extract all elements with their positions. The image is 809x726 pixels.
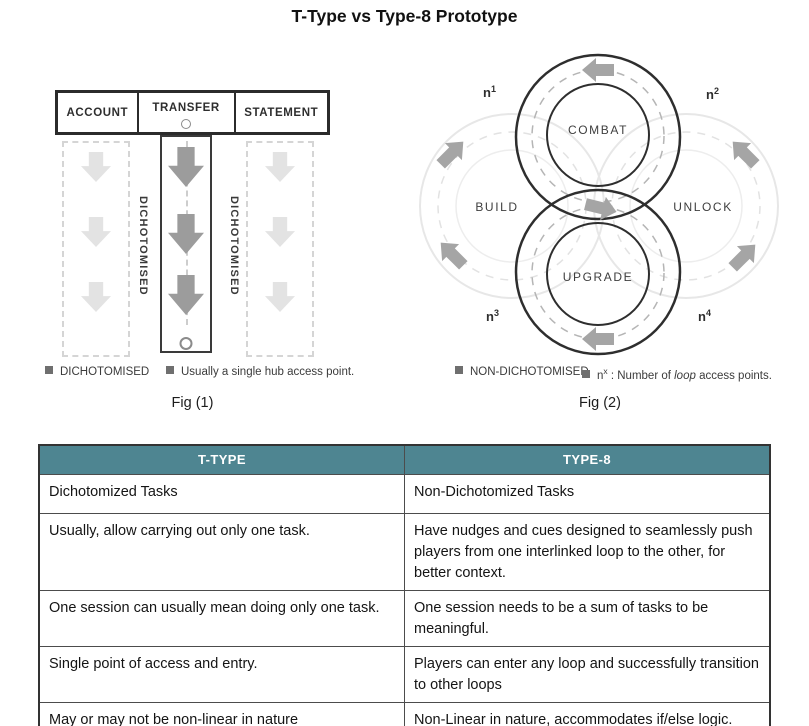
flow-arrow-icon xyxy=(432,234,472,274)
table-row: One session can usually mean doing only … xyxy=(38,589,771,647)
n-base: n xyxy=(706,87,714,102)
flow-arrow-icon xyxy=(432,133,472,173)
legend-text: access points. xyxy=(695,369,772,382)
page-title: T-Type vs Type-8 Prototype xyxy=(291,6,518,26)
transfer-label: TRANSFER xyxy=(152,101,220,114)
legend-n: n xyxy=(597,369,604,382)
fig1-dashed-column-left xyxy=(62,141,130,357)
down-arrow-icon xyxy=(265,152,295,182)
legend-label: DICHOTOMISED xyxy=(60,366,150,378)
table-cell: Dichotomized Tasks xyxy=(38,473,405,514)
table-row: Usually, allow carrying out only one tas… xyxy=(38,512,771,591)
figure-eight-bottom-loop xyxy=(514,188,682,356)
fig1-header-bar: ACCOUNT TRANSFER STATEMENT xyxy=(55,90,330,135)
combat-loop-label: COMBAT xyxy=(568,123,628,137)
table-cell: Players can enter any loop and successfu… xyxy=(404,645,771,703)
down-arrow-icon xyxy=(168,214,204,254)
table-row: Dichotomized Tasks Non-Dichotomized Task… xyxy=(38,473,771,514)
fig1-header-cell-account: ACCOUNT xyxy=(58,93,139,132)
table-cell: Have nudges and cues designed to seamles… xyxy=(404,512,771,591)
fig2-caption: Fig (2) xyxy=(579,395,621,411)
legend-label: NON-DICHOTOMISED xyxy=(470,366,589,378)
fig1-hub-column xyxy=(160,135,212,353)
down-arrow-icon xyxy=(168,275,204,315)
fig1-header-cell-statement: STATEMENT xyxy=(236,93,327,132)
hub-access-point-icon xyxy=(179,337,193,350)
down-arrow-icon xyxy=(81,152,111,182)
access-point-label-n3: n3 xyxy=(486,308,499,324)
statement-label: STATEMENT xyxy=(244,106,319,119)
fig2-legend-non-dichotomised: NON-DICHOTOMISED xyxy=(455,366,589,378)
legend-square-icon xyxy=(582,369,590,378)
access-point-label-n1: n1 xyxy=(483,84,496,100)
table-cell: May or may not be non-linear in nature xyxy=(38,701,405,726)
dichotomised-side-label-right: DICHOTOMISED xyxy=(228,196,240,296)
legend-square-icon xyxy=(45,366,53,374)
down-arrow-icon xyxy=(81,217,111,247)
fig2-legend-access-points: nx : Number of loop access points. xyxy=(582,366,772,382)
account-label: ACCOUNT xyxy=(66,106,129,119)
table-row: Single point of access and entry. Player… xyxy=(38,645,771,703)
down-arrow-icon xyxy=(168,147,204,187)
flow-arrow-icon xyxy=(724,133,764,173)
n-base: n xyxy=(486,309,494,324)
n-sup: 4 xyxy=(706,308,711,318)
table-row: May or may not be non-linear in nature N… xyxy=(38,701,771,726)
n-sup: 3 xyxy=(494,308,499,318)
down-arrow-icon xyxy=(265,217,295,247)
access-point-label-n4: n4 xyxy=(698,308,711,324)
n-base: n xyxy=(483,85,491,100)
table-cell: Single point of access and entry. xyxy=(38,645,405,703)
fig1-dashed-column-right xyxy=(246,141,314,357)
flow-arrow-icon xyxy=(724,236,764,276)
fig1-caption: Fig (1) xyxy=(171,395,214,411)
down-arrow-icon xyxy=(81,282,111,312)
figure-eight-top-loop xyxy=(514,53,682,221)
fig1-legend-dichotomised: DICHOTOMISED xyxy=(45,366,149,378)
table-cell: Non-Dichotomized Tasks xyxy=(404,473,771,514)
comparison-table: T-TYPE TYPE-8 Dichotomized Tasks Non-Dic… xyxy=(38,444,771,726)
unlock-loop-label: UNLOCK xyxy=(673,200,733,214)
n-sup: 1 xyxy=(491,84,496,94)
table-cell: Usually, allow carrying out only one tas… xyxy=(38,512,405,591)
fig1-legend-hub-note: Usually a single hub access point. xyxy=(166,366,354,378)
fig1-header-cell-transfer: TRANSFER xyxy=(139,93,236,132)
upgrade-loop-label: UPGRADE xyxy=(563,270,634,284)
n-sup: 2 xyxy=(714,86,719,96)
legend-italic-word: loop xyxy=(674,369,696,382)
dichotomised-side-label-left: DICHOTOMISED xyxy=(137,196,149,296)
table-cell: One session can usually mean doing only … xyxy=(38,589,405,647)
table-cell: One session needs to be a sum of tasks t… xyxy=(404,589,771,647)
fig2-figure-eight-diagram: COMBAT BUILD UNLOCK UPGRADE n1 n2 n3 n4 xyxy=(419,53,779,356)
legend-n-sup: x xyxy=(603,366,608,376)
table-header-type-8: TYPE-8 xyxy=(404,444,771,475)
hub-access-point-icon xyxy=(181,119,192,129)
n-base: n xyxy=(698,309,706,324)
flow-arrow-icon xyxy=(582,58,614,82)
legend-text: : Number of xyxy=(607,369,675,382)
table-header-t-type: T-TYPE xyxy=(38,444,405,475)
flow-arrow-icon xyxy=(582,327,614,351)
table-cell: Non-Linear in nature, accommodates if/el… xyxy=(404,701,771,726)
legend-square-icon xyxy=(166,366,174,374)
access-point-label-n2: n2 xyxy=(706,86,719,102)
legend-label: Usually a single hub access point. xyxy=(181,366,355,378)
down-arrow-icon xyxy=(265,282,295,312)
build-loop-label: BUILD xyxy=(475,200,518,214)
legend-square-icon xyxy=(455,366,463,374)
table-header-row: T-TYPE TYPE-8 xyxy=(38,444,771,475)
